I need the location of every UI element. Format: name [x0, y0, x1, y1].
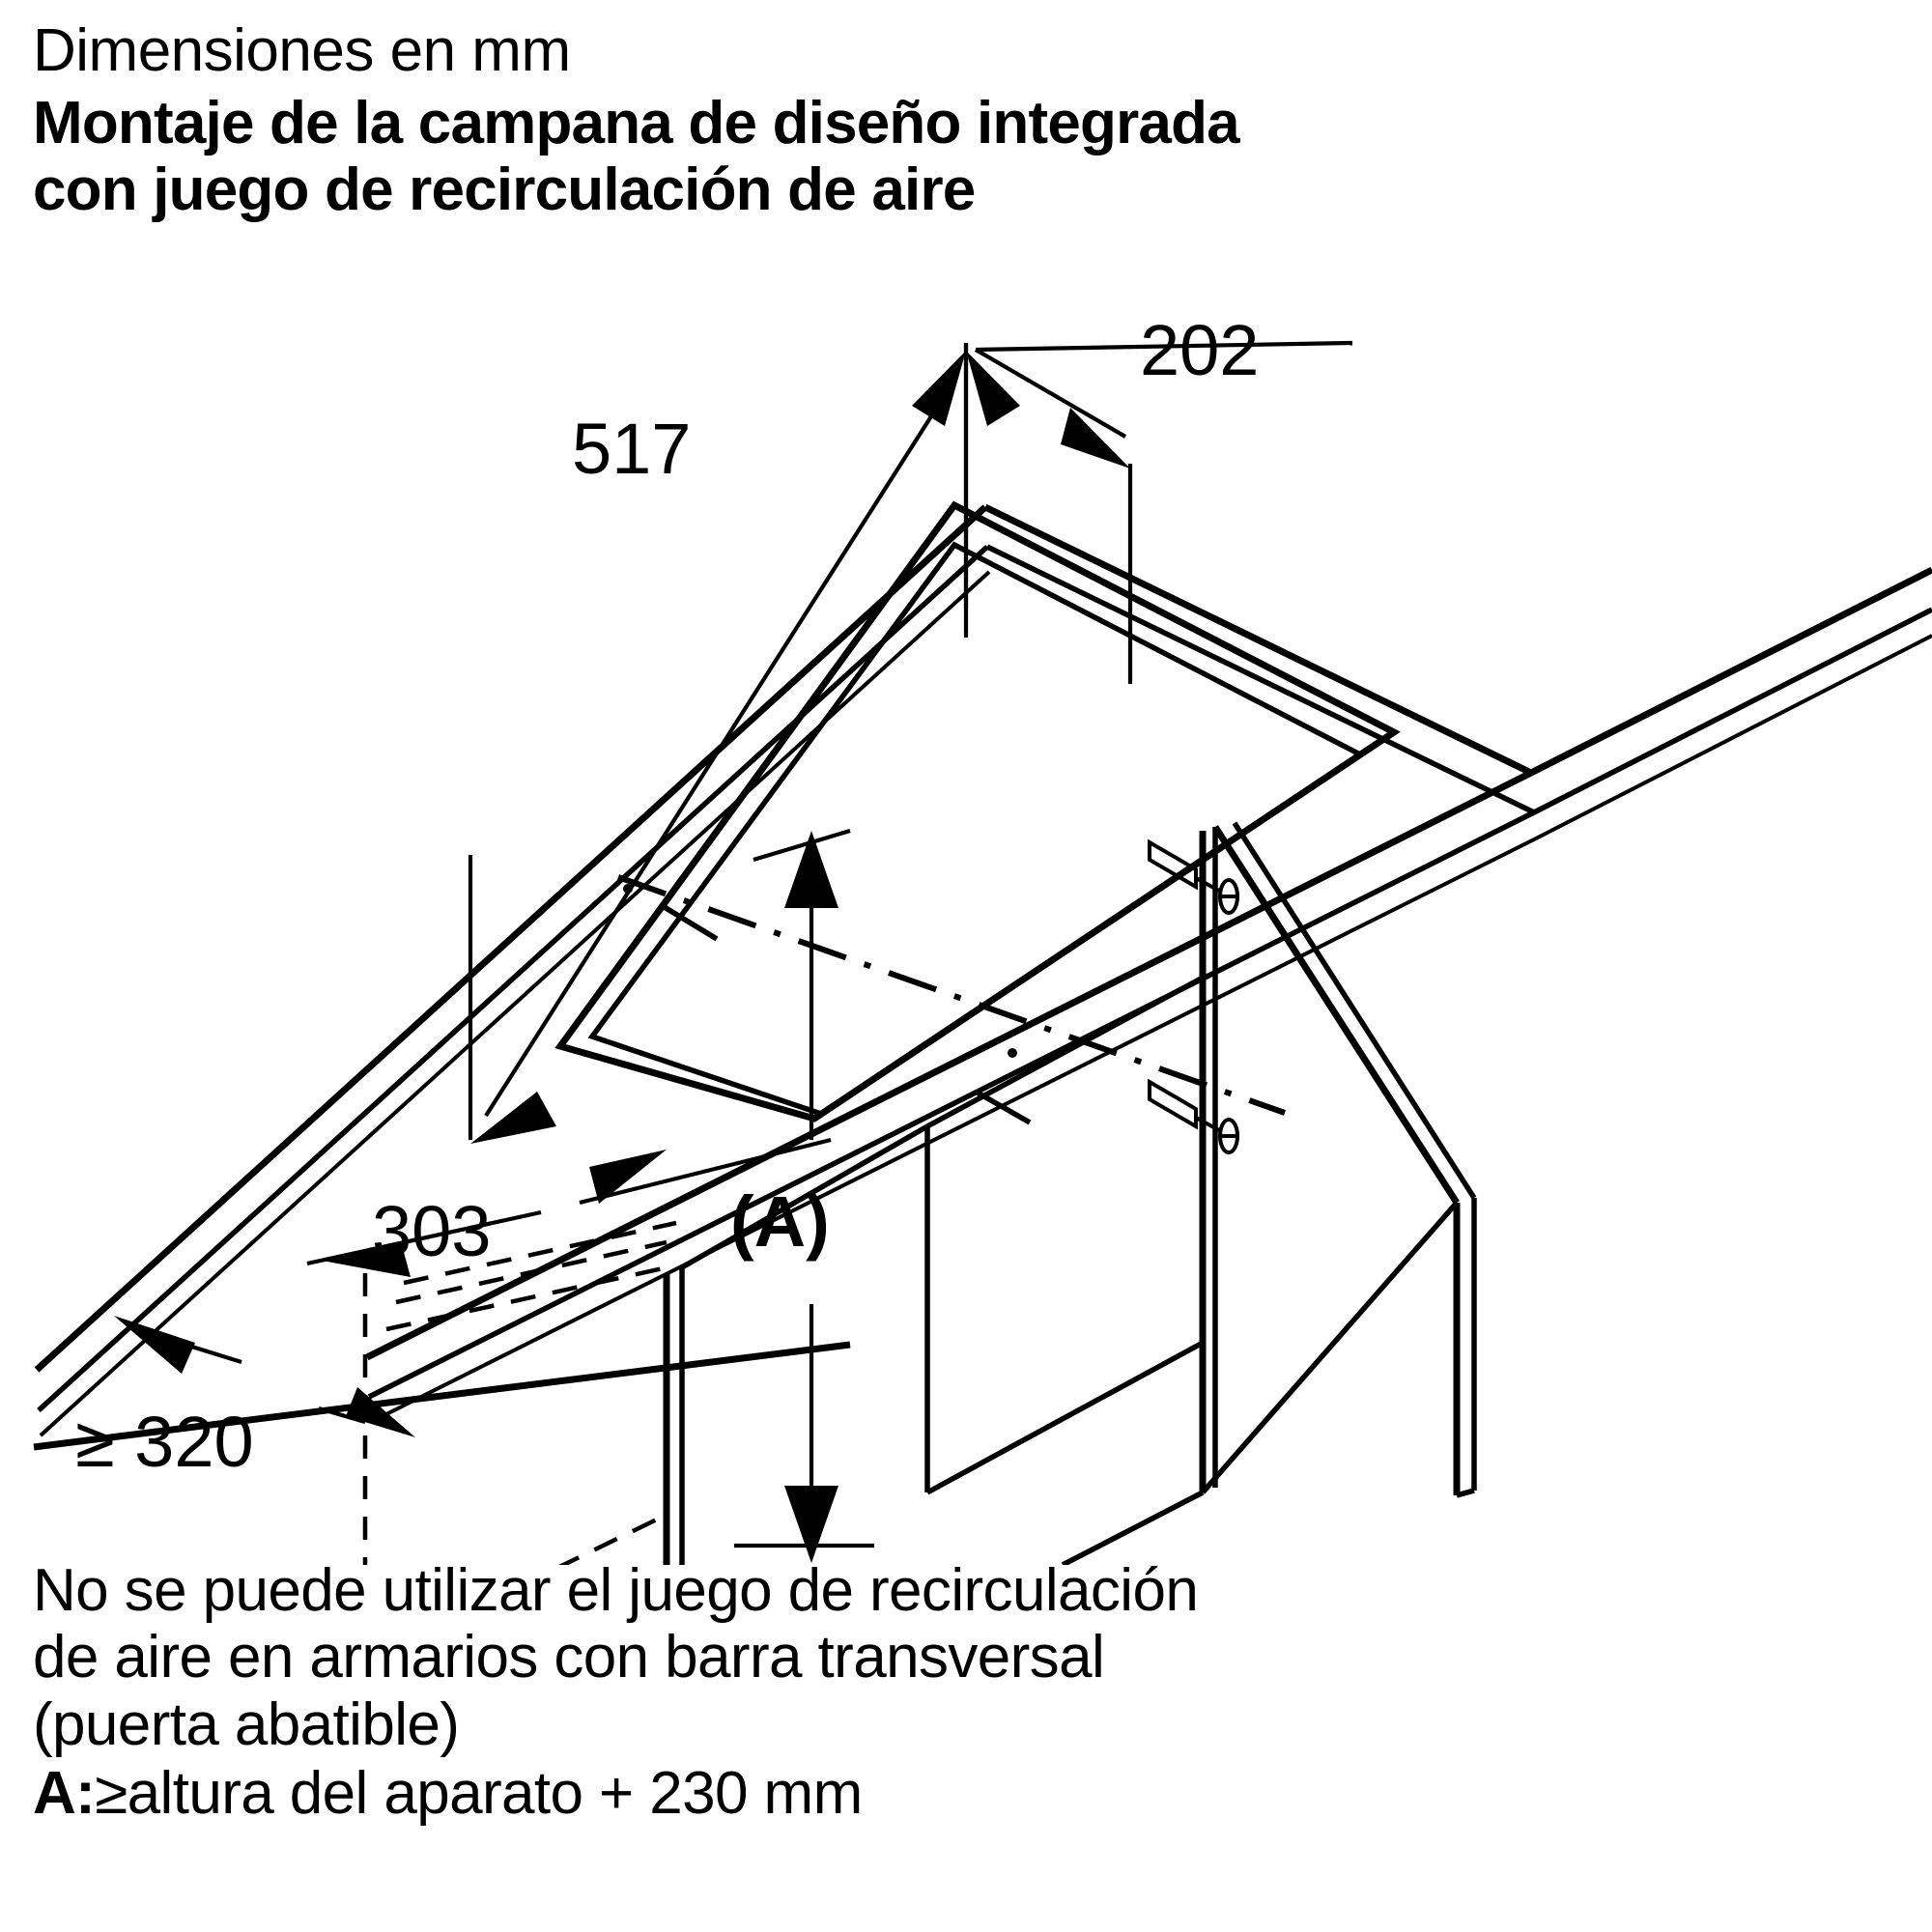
cabinet-top-board — [365, 503, 1932, 1424]
dimension-min-320: ≥ 320 — [75, 1316, 415, 1482]
page-title-line-1: Montaje de la campana de diseño integrad… — [33, 89, 1240, 156]
footer-block: No se puede utilizar el juego de recircu… — [33, 1557, 1897, 1828]
hinge-upper — [1148, 838, 1239, 915]
cabinet-right-side-panel — [1199, 827, 1218, 1492]
dimension-A-height: (A) — [730, 828, 874, 1563]
dimension-202-label: 202 — [1140, 310, 1259, 390]
restriction-note: No se puede utilizar el juego de recircu… — [33, 1557, 1897, 1758]
hinge-lower — [1148, 1078, 1239, 1154]
cabinet-door — [1061, 821, 1477, 1565]
dimension-202: 202 — [963, 310, 1353, 684]
dimension-303-label: 303 — [372, 1191, 491, 1271]
cabinet-top-panel — [33, 504, 991, 1451]
hidden-edges — [362, 1220, 677, 1565]
cutout-opening — [554, 500, 1401, 1122]
restriction-note-line-1: No se puede utilizar el juego de recircu… — [33, 1557, 1199, 1624]
dimension-517: 517 — [468, 343, 969, 1144]
restriction-note-line-2: de aire en armarios con barra transversa… — [33, 1624, 1105, 1691]
a-definition-value: ≥altura del aparato + 230 mm — [95, 1760, 863, 1828]
cabinet-left-side-panel — [663, 1123, 929, 1565]
installation-diagram: 517 202 — [0, 290, 1932, 1565]
page-title: Montaje de la campana de diseño integrad… — [33, 90, 1675, 224]
header-block: Dimensiones en mm Montaje de la campana … — [33, 17, 1868, 224]
dimension-320-label: ≥ 320 — [75, 1402, 254, 1482]
dimension-303: 303 — [306, 1137, 832, 1277]
a-definition: A:≥altura del aparato + 230 mm — [33, 1760, 1897, 1827]
dimension-517-label: 517 — [572, 409, 691, 489]
a-definition-key: A: — [33, 1760, 96, 1828]
restriction-note-line-3: (puerta abatible) — [33, 1690, 460, 1758]
dimension-A-label: (A) — [730, 1181, 830, 1262]
isometric-drawing-svg: 517 202 — [33, 310, 1932, 1565]
centerline — [616, 874, 1287, 1116]
page-title-line-2: con juego de recirculación de aire — [33, 156, 976, 224]
units-note: Dimensiones en mm — [33, 17, 571, 84]
cabinet-back-panel — [924, 975, 1205, 1495]
center-tick-marks — [623, 884, 1032, 1125]
